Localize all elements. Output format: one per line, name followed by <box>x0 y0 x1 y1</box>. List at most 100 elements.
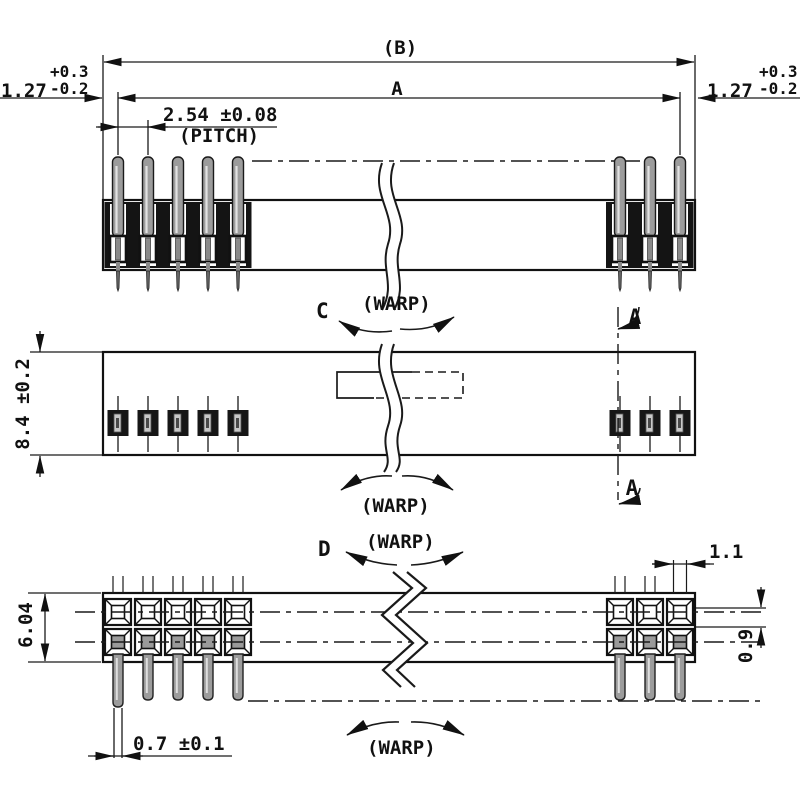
contact-diagonal <box>184 598 192 606</box>
pin-tail <box>236 270 240 293</box>
contact-diagonal <box>154 648 162 656</box>
solder-pin <box>172 653 184 701</box>
pin-neck <box>146 262 150 271</box>
contact-diagonal <box>244 628 252 636</box>
break-mask <box>382 572 427 687</box>
contact-diagonal <box>154 598 162 606</box>
contact-pin <box>677 237 683 261</box>
pin-neck <box>116 262 120 271</box>
contact-diagonal <box>606 598 614 606</box>
contact-notch <box>678 418 681 428</box>
warp-annotation-top: C (WARP) <box>316 293 455 337</box>
contact-diagonal <box>666 648 674 656</box>
section-arrow-top <box>617 306 641 330</box>
contact-notch <box>618 418 621 428</box>
pin-tail <box>648 270 652 293</box>
key-slot-hidden <box>374 371 464 399</box>
contact-diagonal <box>224 628 232 636</box>
section-arrow-bottom <box>618 487 642 505</box>
contact-diagonal <box>224 598 232 606</box>
pin-shaft <box>171 156 185 238</box>
contact-diagonal <box>606 648 614 656</box>
contact-diagonal <box>636 598 644 606</box>
contact-notch <box>176 418 179 428</box>
contact-diagonal <box>666 598 674 606</box>
contact-notch <box>206 418 209 428</box>
pin-shaft <box>613 156 627 238</box>
view-d-label: D <box>318 537 331 561</box>
contact-diagonal <box>636 628 644 636</box>
pin-tail <box>176 270 180 293</box>
contact-diagonal <box>214 618 222 626</box>
contact-diagonal <box>194 598 202 606</box>
contact-pin <box>205 237 211 261</box>
pin-shaft <box>111 156 125 238</box>
contact-pin <box>647 237 653 261</box>
key-slot-outline <box>336 371 412 399</box>
contact-notch <box>236 418 239 428</box>
warp-annotation-d: D (WARP) <box>318 531 464 567</box>
contact-pin <box>175 237 181 261</box>
warp-arrow-left <box>346 719 400 736</box>
pin-shaft <box>141 156 155 238</box>
contact-diagonal <box>606 618 614 626</box>
dim-b-label: (B) <box>383 37 417 59</box>
contact-diagonal <box>134 618 142 626</box>
contact-diagonal <box>626 628 634 636</box>
view-c-label: C <box>316 299 329 323</box>
warp-arrow-right <box>410 551 464 566</box>
bottom-view <box>75 560 762 708</box>
solder-pin <box>614 653 626 701</box>
pin-neck <box>648 262 652 271</box>
contact-diagonal <box>214 598 222 606</box>
middle-view-contacts <box>107 396 691 452</box>
warp-top-label: (WARP) <box>362 293 431 315</box>
contact-diagonal <box>244 618 252 626</box>
pin-shaft <box>201 156 215 238</box>
warp-d-label: (WARP) <box>366 531 435 553</box>
contact-diagonal <box>164 598 172 606</box>
dim-a-label: A <box>391 78 403 100</box>
contact-diagonal <box>214 628 222 636</box>
contact-diagonal <box>626 598 634 606</box>
contact-diagonal <box>656 628 664 636</box>
pin-shaft <box>673 156 687 238</box>
pin-shaft <box>643 156 657 238</box>
warp-arrow-left <box>340 473 393 491</box>
pin-tail <box>206 270 210 293</box>
contact-diagonal <box>194 618 202 626</box>
contact-diagonal <box>154 628 162 636</box>
contact-diagonal <box>656 648 664 656</box>
dimensions-top: (B) A 1.27 +0.3 -0.2 1.27 +0.3 -0.2 2.54… <box>0 37 800 199</box>
contact-diagonal <box>154 618 162 626</box>
dim-604-label: 6.04 <box>15 602 37 648</box>
contact-diagonal <box>626 648 634 656</box>
tol-right-plus: +0.3 <box>759 62 798 81</box>
warp-arrow-right <box>399 316 455 333</box>
contact-pin <box>617 237 623 261</box>
contact-notch <box>146 418 149 428</box>
contact-diagonal <box>686 598 694 606</box>
tol-left-plus: +0.3 <box>50 62 89 81</box>
contact-diagonal <box>164 648 172 656</box>
pin-tail <box>146 270 150 293</box>
pin-neck <box>678 262 682 271</box>
warp-arrow-left <box>345 551 398 567</box>
contact-diagonal <box>636 618 644 626</box>
warp-mid-label: (WARP) <box>361 495 430 517</box>
warp-arrow-left <box>338 320 393 337</box>
contact-diagonal <box>104 648 112 656</box>
pin-neck <box>236 262 240 271</box>
contact-diagonal <box>194 648 202 656</box>
tol-right-value: 1.27 <box>707 80 753 102</box>
solder-pin <box>232 653 244 701</box>
bottom-view-pins <box>112 653 686 708</box>
top-view-pins <box>108 156 690 293</box>
contact-diagonal <box>184 628 192 636</box>
warp-annotation-mid: (WARP) <box>340 473 454 517</box>
solder-pin <box>142 653 154 701</box>
break-line <box>389 343 404 473</box>
contact-diagonal <box>666 628 674 636</box>
contact-diagonal <box>134 648 142 656</box>
